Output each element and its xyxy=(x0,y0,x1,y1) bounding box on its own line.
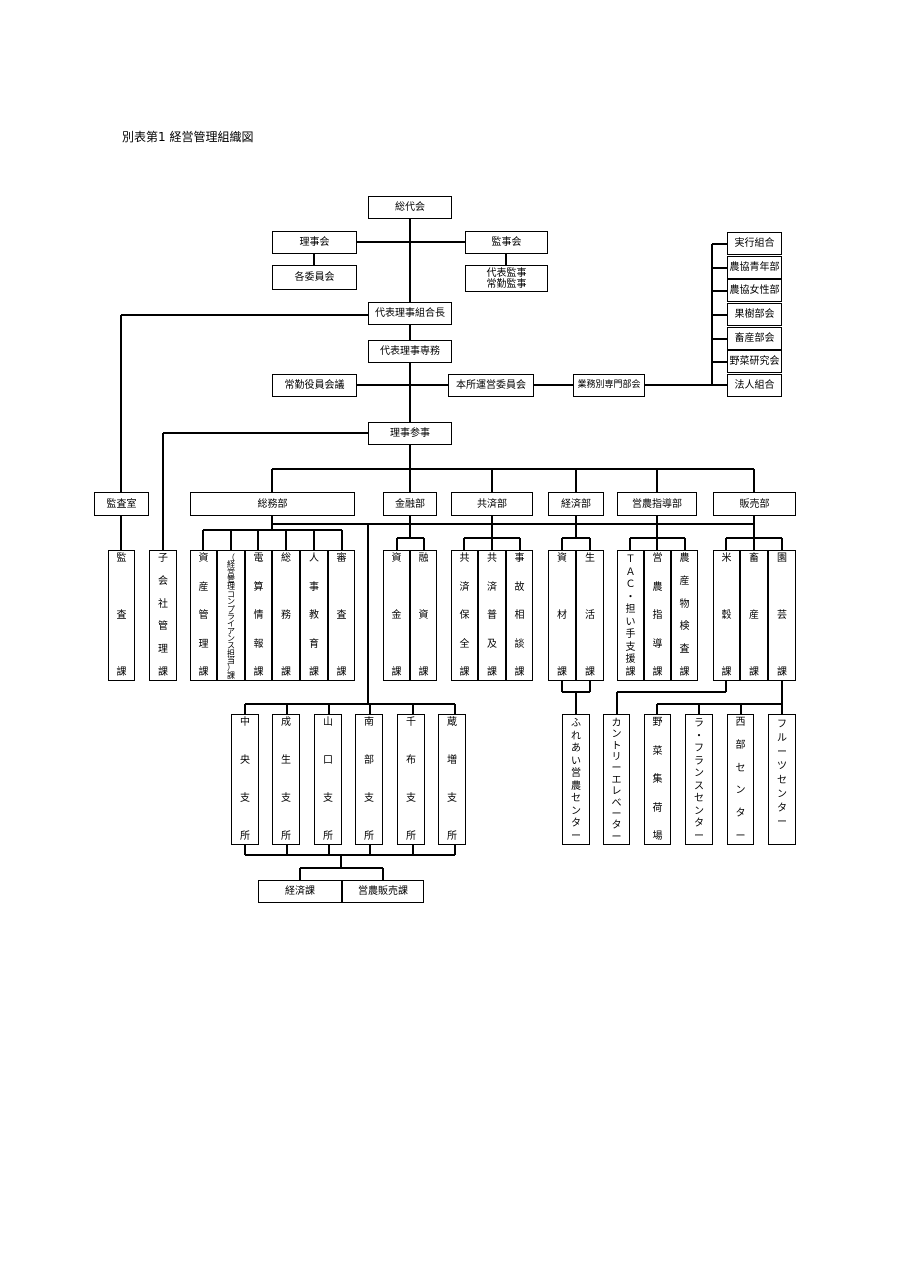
fruit-facility-box: フルーツセンター xyxy=(768,714,796,845)
compliance-section-box: （経営管理コンプライアンス担当）課 xyxy=(217,550,245,681)
group-box-3: 農協女性部 xyxy=(727,279,782,302)
keizaika-box: 経済課 xyxy=(258,880,342,903)
kyosai-dept-box: 共済部 xyxy=(451,492,533,516)
yushi-section-box: 融資課 xyxy=(410,550,437,681)
keizai-dept-box: 経済部 xyxy=(548,492,604,516)
soumu-dept-box: 総務部 xyxy=(190,492,355,516)
group-box-5: 畜産部会 xyxy=(727,327,782,350)
shikin-section-box: 資金課 xyxy=(383,550,410,681)
kinyu-dept-box: 金融部 xyxy=(383,492,437,516)
group-box-2: 農協青年部 xyxy=(727,256,782,279)
kyosai-fukyu-section-box: 共済普及課 xyxy=(478,550,506,681)
sanji-box: 理事参事 xyxy=(368,422,452,445)
einou-dept-box: 営農指導部 xyxy=(617,492,697,516)
branch-box-4: 南部支所 xyxy=(355,714,383,845)
la-france-facility-box: ラ・フランスセンター xyxy=(685,714,713,845)
nousanbutsu-section-box: 農産物検査課 xyxy=(671,550,698,681)
jinji-section-box: 人事教育課 xyxy=(300,550,328,681)
shinsa-section-box: 審査課 xyxy=(328,550,355,681)
soudaikai-box: 総代会 xyxy=(368,196,452,219)
kanji-box: 代表監事 常勤監事 xyxy=(465,265,548,292)
branch-box-5: 千布支所 xyxy=(397,714,425,845)
engei-section-box: 園芸課 xyxy=(768,550,796,681)
group-box-7: 法人組合 xyxy=(727,374,782,397)
einou-hanbai-box: 営農販売課 xyxy=(342,880,424,903)
group-box-6: 野菜研究会 xyxy=(727,350,782,373)
senmu-box: 代表理事専務 xyxy=(368,340,452,363)
kogaisha-section-box: 子会社管理課 xyxy=(149,550,177,681)
yasai-facility-box: 野菜集荷場 xyxy=(644,714,671,845)
beikoku-section-box: 米穀課 xyxy=(713,550,740,681)
seibu-facility-box: 西部センター xyxy=(727,714,754,845)
kumiaichou-box: 代表理事組合長 xyxy=(368,302,452,325)
fureai-facility-box: ふれあい営農センター xyxy=(562,714,590,845)
chikusan-section-box: 畜産課 xyxy=(740,550,768,681)
honsho-unei-box: 本所運営委員会 xyxy=(448,374,534,397)
hanbai-dept-box: 販売部 xyxy=(713,492,796,516)
joukin-yakuin-box: 常勤役員会議 xyxy=(272,374,357,397)
joukin-kanji-label: 常勤監事 xyxy=(486,278,527,290)
branch-box-1: 中央支所 xyxy=(231,714,259,845)
kanjikai-box: 監事会 xyxy=(465,231,548,254)
group-box-1: 実行組合 xyxy=(727,232,782,255)
soumuka-section-box: 総務課 xyxy=(272,550,300,681)
rijikai-box: 理事会 xyxy=(272,231,357,254)
branch-box-3: 山口支所 xyxy=(314,714,342,845)
kansa-section-box: 監査課 xyxy=(108,550,135,681)
shisan-section-box: 資産管理課 xyxy=(190,550,217,681)
einou-shidou-section-box: 営農指導課 xyxy=(644,550,671,681)
jiko-section-box: 事故相談課 xyxy=(506,550,533,681)
seikatsu-section-box: 生活課 xyxy=(576,550,604,681)
branch-box-2: 成生支所 xyxy=(272,714,300,845)
kansashitsu-box: 監査室 xyxy=(94,492,149,516)
daihyo-kanji-label: 代表監事 xyxy=(486,267,527,279)
kakuiinkai-box: 各委員会 xyxy=(272,265,357,290)
gyoumubetsu-box: 業務別専門部会 xyxy=(573,374,645,397)
kyosai-hozen-section-box: 共済保全課 xyxy=(451,550,478,681)
branch-box-6: 蔵増支所 xyxy=(438,714,466,845)
page-title: 別表第1 経営管理組織図 xyxy=(122,130,254,144)
densan-section-box: 電算情報課 xyxy=(245,550,272,681)
group-box-4: 果樹部会 xyxy=(727,303,782,326)
country-facility-box: カントリーエレベーター xyxy=(603,714,630,845)
shizai-section-box: 資材課 xyxy=(548,550,576,681)
